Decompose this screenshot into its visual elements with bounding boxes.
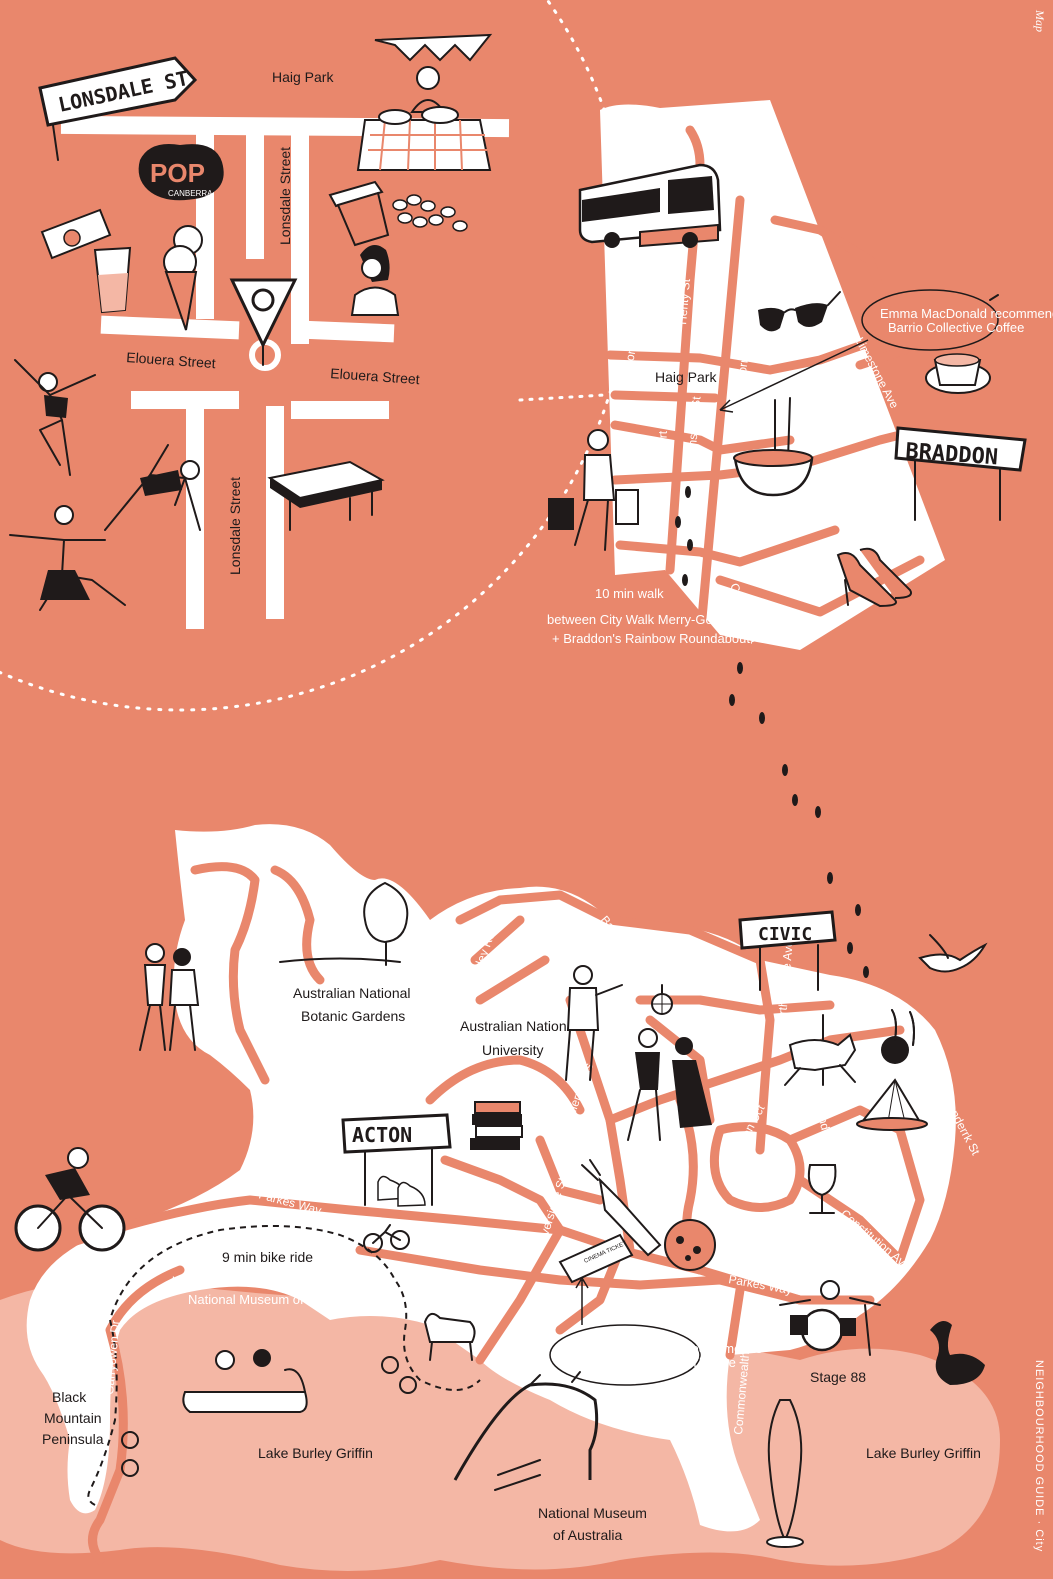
dancing-couple-icon (627, 1028, 712, 1141)
bike-label-2: between Black Mountain Peninsula + (172, 1274, 386, 1289)
recommendation2-line1: Johnathan Elkarpide recommends (565, 1341, 763, 1356)
coffee-beans-icon (392, 194, 468, 232)
carousel-horse-icon (784, 1014, 857, 1086)
recommendation2-line2: the Palace Electric Theatre (580, 1355, 736, 1370)
pop-logo-text: POP (150, 158, 205, 188)
bus-icon (578, 163, 722, 248)
civic-sign-label: CIVIC (758, 924, 812, 945)
acton-sign: ACTON (341, 1113, 452, 1206)
ice-cream-icon (163, 225, 203, 331)
violinist-icon (565, 965, 623, 1081)
shopper-icon (548, 429, 639, 551)
bowling-icon (881, 1009, 915, 1064)
museum-label-1: National Museum (538, 1505, 647, 1521)
black-mountain-label-2: Mountain (44, 1410, 102, 1426)
pizza-icon (664, 1219, 716, 1271)
lake-right-label: Lake Burley Griffin (866, 1445, 981, 1461)
acton-sign-label: ACTON (352, 1123, 412, 1147)
drummer-icon (779, 1280, 881, 1356)
city-roads (15, 890, 925, 1565)
recommendation-line2: Barrio Collective Coffee (888, 320, 1024, 335)
bicycle-icon (121, 1224, 417, 1477)
city-area: Barry Dr Daley Rd Northbourne Ave Ellery… (0, 824, 1000, 1571)
inset-link-dots (518, 393, 607, 402)
walk-line3: + Braddon's Rainbow Roundabout (552, 631, 750, 646)
walk-line2: between City Walk Merry-Go-Round (547, 612, 755, 627)
inset-roads (60, 115, 510, 629)
lake-left-label: Lake Burley Griffin (258, 1445, 373, 1461)
can-and-glass-icon (40, 208, 132, 314)
museum-label-2: of Australia (553, 1527, 622, 1543)
haig-park-label-braddon: Haig Park (655, 369, 717, 385)
lonsdale-st-label: Lonsdale St (684, 395, 704, 460)
walking-couple-icon (139, 943, 200, 1051)
heels-icon (836, 547, 912, 608)
pop-logo-sub: CANBERRA (168, 189, 213, 198)
recommendation-bubble-theatre: Johnathan Elkarpide recommends the Palac… (549, 1276, 763, 1386)
lonsdale-street-label-upper: Lonsdale Street (277, 147, 293, 245)
latte-icon (925, 353, 991, 394)
black-mountain-label-1: Black (52, 1389, 87, 1405)
sunglasses-icon (758, 291, 841, 332)
paddle-boat-icon (182, 1349, 308, 1413)
disco-ball-icon (651, 984, 673, 1015)
anu-label-2: University (482, 1042, 543, 1058)
bike-label-1: 9 min bike ride (222, 1249, 313, 1265)
tree-icon (279, 881, 409, 966)
cyclist-icon (14, 1147, 126, 1252)
lonsdale-inset: LONSDALE ST Haig Park POP CANBERRA (0, 0, 632, 712)
roundabout-sign-icon (229, 278, 298, 366)
braddon-area: Northbourne Ave Henty St Torrens St Lime… (518, 100, 1053, 650)
haig-park-label-inset: Haig Park (272, 69, 334, 85)
side-label-guide: NEIGHBOURHOOD GUIDE · City (1033, 1360, 1045, 1552)
books-icon (470, 1101, 523, 1150)
elouera-street-label-left: Elouera Street (126, 349, 217, 371)
fountain-icon (766, 1399, 804, 1548)
bike-route (87, 1225, 481, 1506)
yoga-people-icon (9, 359, 201, 611)
footprints-icon (675, 486, 869, 1016)
botanic-label-2: Botanic Gardens (301, 1008, 405, 1024)
street-sign-icon: LONSDALE ST (38, 56, 198, 161)
ducks-icon (377, 1175, 426, 1207)
henty-st-label: Henty St (675, 278, 693, 326)
swan-icon (930, 1321, 985, 1385)
woman-eating-icon (350, 245, 400, 316)
lonsdale-street-label-lower: Lonsdale Street (227, 477, 243, 575)
braddon-sign: BRADDON (894, 426, 1027, 521)
braddon-sign-label: BRADDON (905, 439, 999, 470)
pop-canberra-logo: POP CANBERRA (138, 144, 224, 201)
garryowen-dr-label: Garryowen Dr (102, 1320, 122, 1396)
museum-loop-icon (453, 1371, 599, 1491)
bike-label-3: National Museum of Australia (188, 1292, 358, 1307)
black-mountain-label-3: Peninsula (42, 1431, 104, 1447)
wine-glass-icon (807, 1164, 837, 1214)
walk-line1: 10 min walk (595, 586, 664, 601)
coffee-cup-icon (328, 180, 390, 247)
mort-st-label: Mort St (655, 415, 670, 455)
market-stall-icon (356, 33, 493, 171)
pyramid-icon (856, 1078, 928, 1131)
dog-icon (423, 1312, 476, 1361)
side-label-map: Map (1033, 9, 1047, 32)
bird-icon (918, 934, 988, 973)
civic-sign: CIVIC (738, 910, 837, 991)
pool-table-icon (267, 460, 385, 531)
champagne-icon (581, 1159, 662, 1257)
ramen-bowl-icon (733, 397, 814, 497)
stage-88-label: Stage 88 (810, 1369, 866, 1385)
recommendation-line1: Emma MacDonald recommends (880, 306, 1053, 321)
recommendation-bubble-coffee: Emma MacDonald recommends Barrio Collect… (719, 289, 1053, 413)
botanic-label-1: Australian National (293, 985, 411, 1001)
cinema-ticket-icon: CINEMA TICKET (558, 1233, 634, 1284)
elouera-street-label-right: Elouera Street (330, 365, 421, 387)
anu-label-1: Australian National (460, 1018, 578, 1034)
